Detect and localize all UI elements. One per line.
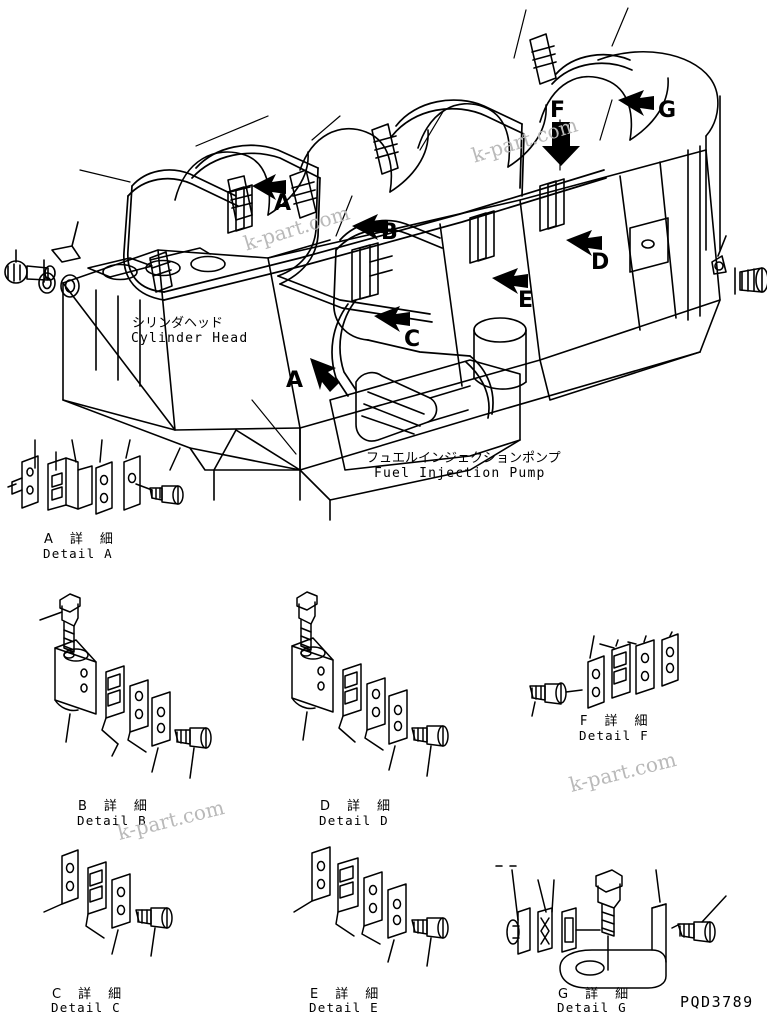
main-label-fuel-injection-pump-en: Fuel Injection Pump — [374, 466, 546, 481]
arrow-a-upper — [252, 174, 286, 200]
line-clamp-blocks — [227, 178, 565, 302]
detail-a-label-en: Detail A — [43, 546, 113, 561]
detail-b-label-en: Detail B — [77, 813, 147, 828]
arrow-e — [492, 268, 528, 294]
callout-d: D — [591, 250, 610, 275]
cylinder-head-body — [62, 239, 331, 471]
main-label-fuel-injection-pump-jp: フュエルインジェクションポンプ — [366, 451, 561, 466]
arrow-g — [618, 90, 654, 116]
detail-e-label-jp: E 詳 細 — [310, 987, 381, 1002]
fuel-injection-pump-body — [213, 317, 527, 521]
callout-f: F — [550, 98, 566, 123]
callout-a-upper: A — [274, 191, 292, 216]
detail-b-label-jp: B 詳 細 — [78, 799, 149, 814]
hardware-right — [711, 235, 767, 295]
sheet-part-number: PQD3789 — [680, 993, 754, 1011]
detail-f-label-en: Detail F — [579, 728, 649, 743]
callout-a-lower: A — [286, 368, 304, 393]
callout-b: B — [381, 220, 398, 245]
detail-e-label-en: Detail E — [309, 1000, 379, 1015]
arrow-d — [566, 230, 602, 256]
arrow-a-lower — [310, 358, 340, 392]
arrow-c — [374, 306, 410, 332]
arrow-f — [542, 122, 580, 166]
detail-f-label-jp: F 詳 細 — [580, 714, 650, 729]
arrow-b — [352, 214, 388, 240]
main-label-cylinder-head-en: Cylinder Head — [131, 331, 249, 346]
callout-c: C — [404, 327, 421, 352]
leader-lines — [79, 7, 629, 455]
detail-c-label-jp: C 詳 細 — [52, 987, 124, 1002]
main-label-cylinder-head-jp: シリンダヘッド — [132, 316, 224, 331]
hardware-top-left — [4, 221, 81, 298]
callout-e: E — [518, 288, 534, 313]
detail-d-label-en: Detail D — [319, 813, 389, 828]
detail-d-label-jp: D 詳 細 — [320, 799, 393, 814]
callout-g: G — [658, 98, 677, 123]
fuel-injection-lines — [123, 53, 633, 419]
detail-a-label-jp: A 詳 細 — [44, 532, 115, 547]
detail-g-label-jp: G 詳 細 — [558, 987, 631, 1002]
detail-g-label-en: Detail G — [557, 1000, 627, 1015]
detail-c-label-en: Detail C — [51, 1000, 121, 1015]
mount-bracket-right — [629, 145, 701, 321]
